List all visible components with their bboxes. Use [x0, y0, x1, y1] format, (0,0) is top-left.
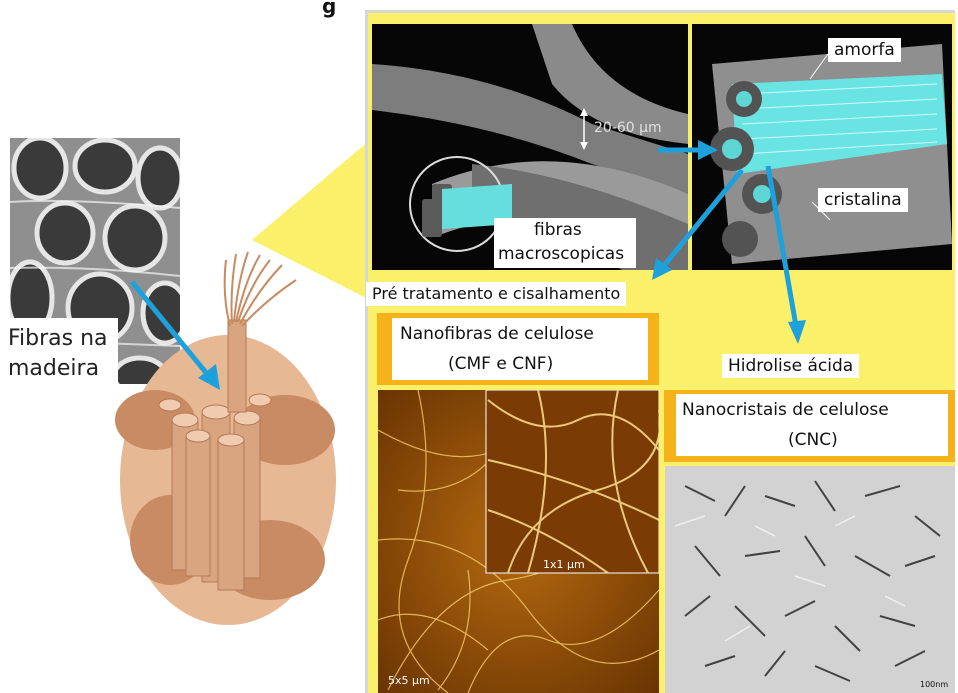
pretreatment-label: Pré tratamento e cisalhamento	[366, 282, 626, 306]
nanofibras-main-scale: 5x5 μm	[388, 674, 430, 687]
nanofibras-inset-scale: 1x1 μm	[543, 558, 585, 571]
nanocristais-scale: 100nm	[920, 680, 948, 689]
nanofibras-afm-image	[378, 390, 659, 693]
nanocristais-tem-image	[665, 466, 955, 693]
nanofibras-title-line1: Nanofibras de celulose	[400, 324, 594, 344]
wood-fibers-label-line2: madeira	[8, 356, 99, 381]
title-fragment: g	[322, 0, 336, 18]
hydrolysis-label: Hidrolise ácida	[722, 354, 859, 378]
nanocristais-title-line2: (CNC)	[788, 430, 838, 450]
nanocristais-title-line1: Nanocristais de celulose	[682, 400, 889, 420]
fibras-label-line1: fibras	[534, 220, 582, 240]
nanofibras-title-line2: (CMF e CNF)	[448, 354, 553, 374]
wood-arrow	[120, 270, 230, 400]
wood-fibers-label-line1: Fibras na	[8, 326, 108, 351]
